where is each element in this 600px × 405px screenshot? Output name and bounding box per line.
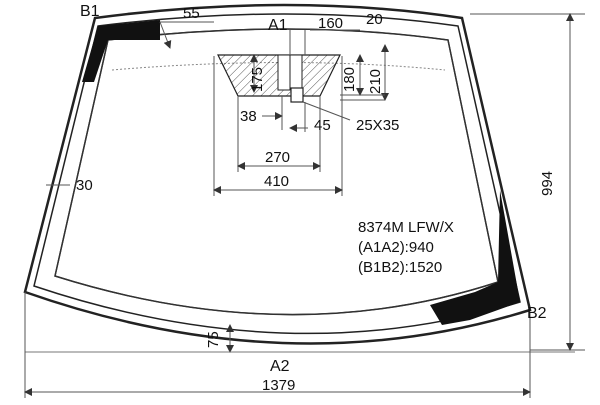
dim-75: 75 [205,331,222,348]
corner-fill-top-left [82,20,160,82]
dim-210: 210 [367,69,384,94]
point-a1-label: A1 [268,17,288,34]
dim-410: 410 [264,173,289,190]
dim-55: 55 [183,5,200,22]
dim-38: 38 [240,108,257,125]
inner-edge [54,28,499,316]
info-b1b2: (B1B2):1520 [358,259,442,276]
dim-45: 45 [314,117,331,134]
glass-outline [23,3,532,345]
dim-175: 175 [249,67,266,92]
corner-fill-bottom-right [430,190,520,325]
dim-160: 160 [318,15,343,32]
point-b1-label: B1 [80,3,100,20]
dim-1379: 1379 [262,377,295,394]
point-b2-label: B2 [527,305,547,322]
dim-270: 270 [265,149,290,166]
sensor-pad [290,87,304,103]
dim-180: 180 [341,67,358,92]
dim-30: 30 [76,177,93,194]
info-code: 8374M LFW/X [358,219,454,236]
dim-994: 994 [539,171,556,196]
info-a1a2: (A1A2):940 [358,239,434,256]
point-a2-label: A2 [270,358,290,375]
dim-25x35: 25X35 [356,117,399,134]
dim-20: 20 [366,11,383,28]
